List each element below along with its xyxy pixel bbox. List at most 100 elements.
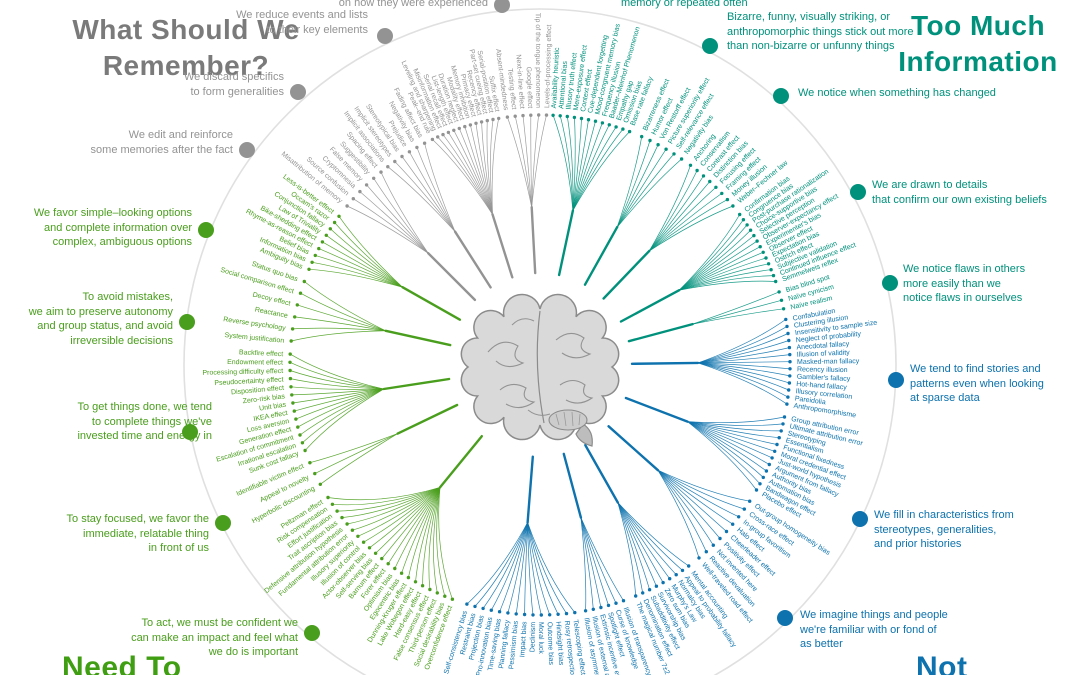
bias-dot: [514, 612, 518, 616]
branch-line: [687, 421, 778, 445]
bias-dot: [583, 609, 588, 613]
branch-line: [679, 240, 758, 291]
branch-line: [649, 187, 717, 252]
branch-line: [300, 292, 386, 332]
branch-line: [387, 487, 441, 564]
bias-dot: [641, 591, 645, 595]
branch-line: [332, 487, 441, 506]
title-line: Need To: [62, 651, 182, 675]
annotation-line: than non-bizarre or unfunny things: [727, 40, 895, 53]
bias-dot: [718, 536, 722, 541]
branch-line: [352, 487, 441, 531]
branch-line: [375, 487, 441, 554]
bias-dot: [556, 612, 560, 616]
cluster-trunk: [401, 286, 462, 321]
cluster-trunk: [584, 443, 619, 504]
cluster-trunk: [530, 206, 537, 275]
branch-line: [657, 469, 727, 532]
branch-line: [687, 416, 785, 424]
bias-dot: [579, 116, 584, 121]
branch-line: [507, 522, 528, 613]
bias-dot: [544, 113, 549, 117]
category-dot: [882, 275, 898, 291]
branch-line: [616, 153, 675, 228]
bias-label: Hot-hand fallacy: [796, 381, 847, 392]
bias-dot: [310, 260, 314, 264]
branch-line: [470, 124, 493, 215]
branch-line: [580, 517, 617, 604]
cluster-trunk: [557, 209, 575, 277]
title-line: Too Much: [910, 10, 1046, 41]
annotation-line: we're familiar with or fond of: [800, 623, 937, 636]
branch-line: [580, 517, 587, 611]
bias-dot: [294, 417, 298, 421]
branch-line: [304, 281, 386, 332]
category-dot: [198, 222, 214, 238]
branch-line: [552, 115, 574, 211]
title-too-much-information: Too Much Information: [878, 8, 1078, 81]
branch-line: [692, 299, 782, 325]
branch-line: [442, 134, 493, 215]
bias-dot: [607, 123, 611, 127]
branch-line: [289, 361, 384, 390]
bias-dot: [320, 240, 325, 244]
annotation-line: that confirm our own existing beliefs: [872, 193, 1047, 206]
bias-dot: [293, 315, 297, 319]
bias-dot: [731, 204, 735, 208]
bias-label: Availability heuristic: [551, 47, 561, 109]
branch-line: [291, 330, 386, 342]
bias-dot: [531, 613, 535, 617]
bias-dot: [474, 121, 478, 126]
bias-dot: [770, 456, 774, 460]
bias-dot: [372, 176, 376, 180]
annotation-line: We fill in characteristics from: [874, 509, 1014, 521]
bias-dot: [548, 613, 552, 617]
bias-dot: [782, 415, 787, 419]
annotation-line: notice flaws in ourselves: [903, 292, 1023, 305]
bias-dot: [787, 345, 792, 350]
branch-line: [327, 487, 441, 501]
bias-dot: [731, 522, 735, 526]
bias-label: Attentional bias: [558, 60, 569, 109]
bias-dot: [295, 303, 299, 307]
branch-line: [527, 522, 551, 615]
annotation-line: immediate, relatable thing: [83, 527, 209, 540]
annotation-line: Bizarre, funny, visually striking, or: [727, 11, 891, 23]
cluster-trunk: [627, 322, 694, 343]
branch-line: [697, 362, 790, 377]
bias-label: Anecdotal fallacy: [796, 341, 850, 352]
title-what-should-we-remember: What Should We Remember?: [30, 12, 342, 85]
annotation-line: some memories after the fact: [90, 143, 233, 156]
branch-line: [436, 487, 446, 597]
branch-line: [408, 487, 441, 578]
branch-line: [559, 115, 574, 211]
bias-label: Processing difficulty effect: [202, 368, 283, 377]
branch-line: [616, 140, 651, 228]
branch-line: [297, 304, 386, 332]
title-not-enough: Not Enough: [916, 648, 1080, 675]
annotation-line: We notice when something has changed: [798, 87, 996, 99]
title-need-to: Need To: [62, 648, 182, 675]
annotation-line: in front of us: [148, 542, 209, 555]
branch-line: [499, 522, 528, 612]
branch-line: [530, 115, 533, 208]
bias-dot: [701, 174, 706, 178]
bias-dot: [340, 515, 344, 520]
branch-line: [527, 522, 542, 616]
annotation-line: We favor simple–looking options: [33, 207, 192, 219]
branch-line: [438, 487, 453, 600]
bias-dot: [787, 381, 792, 385]
bias-dot: [539, 613, 543, 617]
branch-line: [566, 116, 574, 211]
branch-line: [302, 388, 384, 444]
bias-dot: [393, 566, 397, 571]
bias-label: Illusion of validity: [797, 349, 851, 358]
bias-dot: [356, 534, 360, 538]
bias-dot: [413, 580, 418, 584]
bias-dot: [627, 129, 632, 134]
bias-dot: [572, 115, 577, 120]
branch-line: [527, 522, 534, 615]
